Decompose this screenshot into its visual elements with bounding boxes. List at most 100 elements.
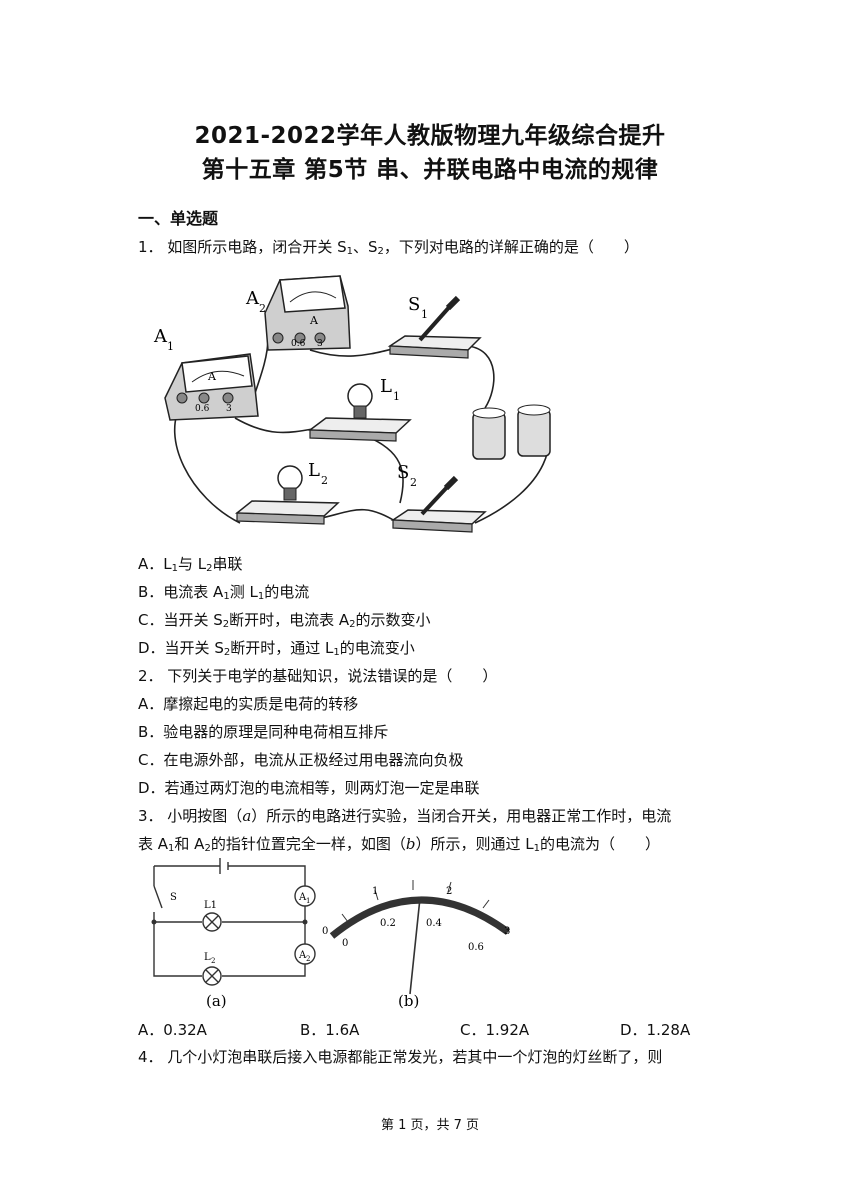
figure-b-caption: (b) (398, 992, 419, 1010)
a1-subscript: 1 (306, 897, 310, 905)
q2-option-d[interactable]: D．若通过两灯泡的电流相等，则两灯泡一定是串联 (138, 779, 480, 797)
q1-stem-part: ，下列对电路的详解正确的是（ ） (383, 238, 639, 256)
q3-circuit-diagram-a: S L1 L 2 A 1 A 2 (a) (151, 858, 316, 1010)
subscript: 1 (257, 591, 265, 602)
option-text: 串联 (212, 555, 243, 573)
terminal-label: 0.6 (291, 339, 306, 349)
subscript: 2 (223, 647, 231, 658)
dial-top-0: 0 (322, 926, 328, 937)
subscript: 1 (333, 647, 340, 658)
a2-label: A (245, 288, 260, 309)
a1-label: A (153, 326, 168, 347)
s2-subscript: 2 (410, 476, 417, 489)
lamp-l1-icon (307, 383, 412, 442)
terminal-label: 3 (317, 339, 323, 349)
a2-subscript: 2 (259, 302, 266, 315)
meter-label: A (207, 370, 217, 383)
section-heading: 一、单选题 (138, 209, 219, 228)
option-text: 的电流 (264, 583, 310, 601)
battery-icon (472, 404, 551, 460)
a1-label: A (298, 892, 307, 903)
q1-option-c[interactable]: C．当开关 S2断开时，电流表 A2的示数变小 (138, 610, 431, 635)
subscript: 2 (349, 619, 356, 630)
subscript: 1 (346, 246, 353, 257)
q3-option-d[interactable]: D．1.28A (620, 1021, 691, 1039)
s1-label: S (408, 294, 420, 315)
option-text: 测 L (229, 583, 258, 601)
dial-bottom-0.4: 0.4 (426, 918, 442, 929)
l1-label: L (380, 376, 392, 397)
dial-top-1: 1 (372, 886, 378, 897)
switch-s1-icon (387, 295, 482, 359)
q2-option-c[interactable]: C．在电源外部，电流从正极经过用电器流向负极 (138, 751, 464, 769)
dial-top-3: 3 (504, 926, 510, 937)
subscript: 2 (204, 843, 211, 854)
q3-option-c[interactable]: C．1.92A (460, 1021, 530, 1039)
subscript: 1 (533, 843, 540, 854)
q3-option-a[interactable]: A．0.32A (138, 1021, 207, 1039)
q3-text: 的电流为（ ） (539, 835, 660, 853)
q1-stem-part: 1． 如图所示电路，闭合开关 S (138, 238, 347, 256)
s-label: S (170, 892, 177, 903)
title-line-1: 2021-2022学年人教版物理九年级综合提升 (194, 123, 666, 149)
q3-text: a (242, 807, 252, 825)
option-text: B．电流表 A (138, 583, 224, 601)
a2-subscript: 2 (306, 955, 310, 963)
option-text: D．当开关 S (138, 639, 224, 657)
subscript: 1 (223, 591, 230, 602)
a1-subscript: 1 (167, 340, 174, 353)
question-4-stem: 4． 几个小灯泡串联后接入电源都能正常发光，若其中一个灯泡的灯丝断了，则 (138, 1048, 663, 1066)
option-text: 与 L (178, 555, 207, 573)
figure-a-caption: (a) (206, 992, 227, 1010)
l2-subscript: 2 (321, 474, 328, 487)
dial-bottom-0.6: 0.6 (468, 942, 484, 953)
l2-subscript: 2 (211, 957, 215, 965)
q3-text: 的指针位置完全一样，如图（ (210, 835, 406, 853)
question-3-stem-line-2: 表 A1和 A2的指针位置完全一样，如图（b）所示，则通过 L1的电流为（ ） (138, 834, 660, 859)
option-text: A．L (138, 555, 172, 573)
ammeter-a1-icon: A 0.6 3 (164, 353, 259, 421)
a2-label: A (298, 950, 307, 961)
l1-subscript: 1 (393, 390, 400, 403)
q3-text: ）所示的电路进行实验，当闭合开关，用电器正常工作时，电流 (251, 807, 672, 825)
option-text: 的示数变小 (355, 611, 431, 629)
question-2-stem: 2． 下列关于电学的基础知识，说法错误的是（ ） (138, 667, 498, 685)
page-footer: 第 1 页，共 7 页 (380, 1118, 480, 1133)
terminal-label: 0.6 (195, 404, 210, 414)
question-3-stem-line-1: 3． 小明按图（a）所示的电路进行实验，当闭合开关，用电器正常工作时，电流 (138, 806, 671, 826)
dial-bottom-0.2: 0.2 (380, 918, 396, 929)
q3-text: 3． 小明按图（ (138, 807, 243, 825)
dial-top-2: 2 (446, 886, 452, 897)
q1-option-d[interactable]: D．当开关 S2断开时，通过 L1的电流变小 (138, 638, 415, 663)
option-text: 断开时，通过 L (230, 639, 334, 657)
q3-text: b (405, 835, 416, 853)
q3-option-b[interactable]: B．1.6A (300, 1021, 360, 1039)
q1-option-a[interactable]: A．L1与 L2串联 (138, 554, 243, 579)
option-text: C．当开关 S (138, 611, 223, 629)
q1-stem-part: 、S (352, 238, 378, 256)
q3-text: ）所示，则通过 L (415, 835, 534, 853)
l2-label: L (204, 952, 211, 963)
l1-label: L1 (204, 900, 217, 911)
subscript: 2 (206, 563, 213, 574)
title-line-2: 第十五章 第5节 串、并联电路中电流的规律 (201, 157, 659, 183)
q3-ammeter-dial-b: 0 1 2 3 0 0.2 0.4 0.6 (b) (322, 880, 510, 1010)
s2-label: S (397, 462, 409, 483)
q2-option-a[interactable]: A．摩擦起电的实质是电荷的转移 (138, 695, 359, 713)
subscript: 1 (171, 563, 178, 574)
meter-label: A (309, 314, 319, 327)
dial-bottom-0: 0 (342, 938, 348, 949)
q3-text: 和 A (174, 835, 205, 853)
subscript: 2 (222, 619, 230, 630)
option-text: 断开时，电流表 A (229, 611, 350, 629)
l2-label: L (308, 460, 320, 481)
q1-option-b[interactable]: B．电流表 A1测 L1的电流 (138, 582, 309, 607)
question-1-stem: 1． 如图所示电路，闭合开关 S1、S2，下列对电路的详解正确的是（ ） (138, 237, 639, 262)
lamp-l2-icon (234, 465, 340, 525)
q2-option-b[interactable]: B．验电器的原理是同种电荷相互排斥 (138, 723, 389, 741)
option-text: 的电流变小 (339, 639, 415, 657)
s1-subscript: 1 (421, 308, 428, 321)
subscript: 2 (377, 246, 384, 257)
q1-circuit-figure: A 0.6 3 A 2 A 0.6 3 A 1 S 1 L 1 (153, 275, 551, 533)
q3-text: 表 A (138, 835, 169, 853)
